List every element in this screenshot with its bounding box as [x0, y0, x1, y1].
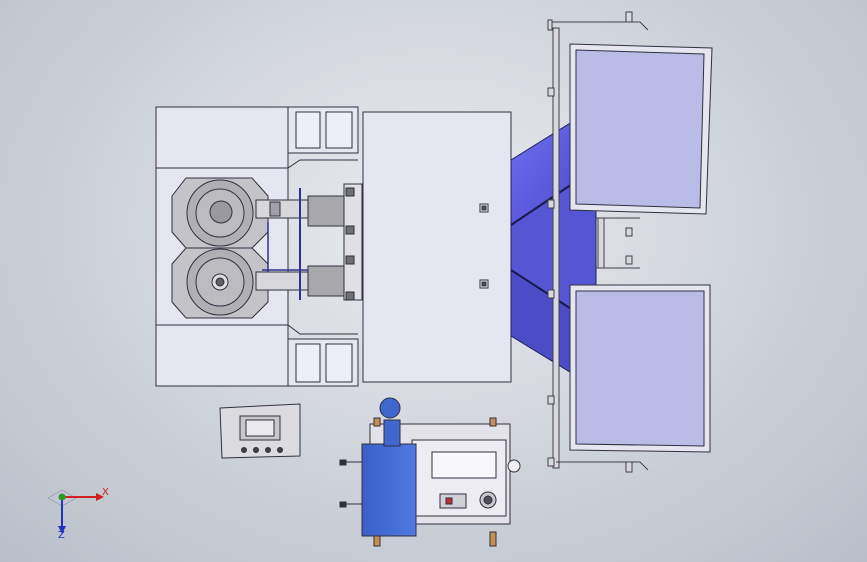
- central-table: [362, 111, 512, 383]
- roller-cylinder-bottom: [171, 247, 269, 319]
- axis-triad: [47, 489, 104, 534]
- roller-cylinder-top: [171, 177, 269, 249]
- x-axis-label: X: [102, 487, 109, 498]
- z-axis-label: Z: [58, 530, 65, 541]
- collection-tray-bottom: [569, 284, 711, 453]
- motor-drive-unit: [339, 397, 521, 547]
- drive-shafts: [255, 183, 363, 301]
- collection-tray-top: [569, 43, 713, 215]
- collection-frame: [547, 11, 649, 473]
- control-panel: [219, 403, 301, 459]
- y-axis-dot: [58, 493, 66, 501]
- left-housing: [155, 106, 359, 387]
